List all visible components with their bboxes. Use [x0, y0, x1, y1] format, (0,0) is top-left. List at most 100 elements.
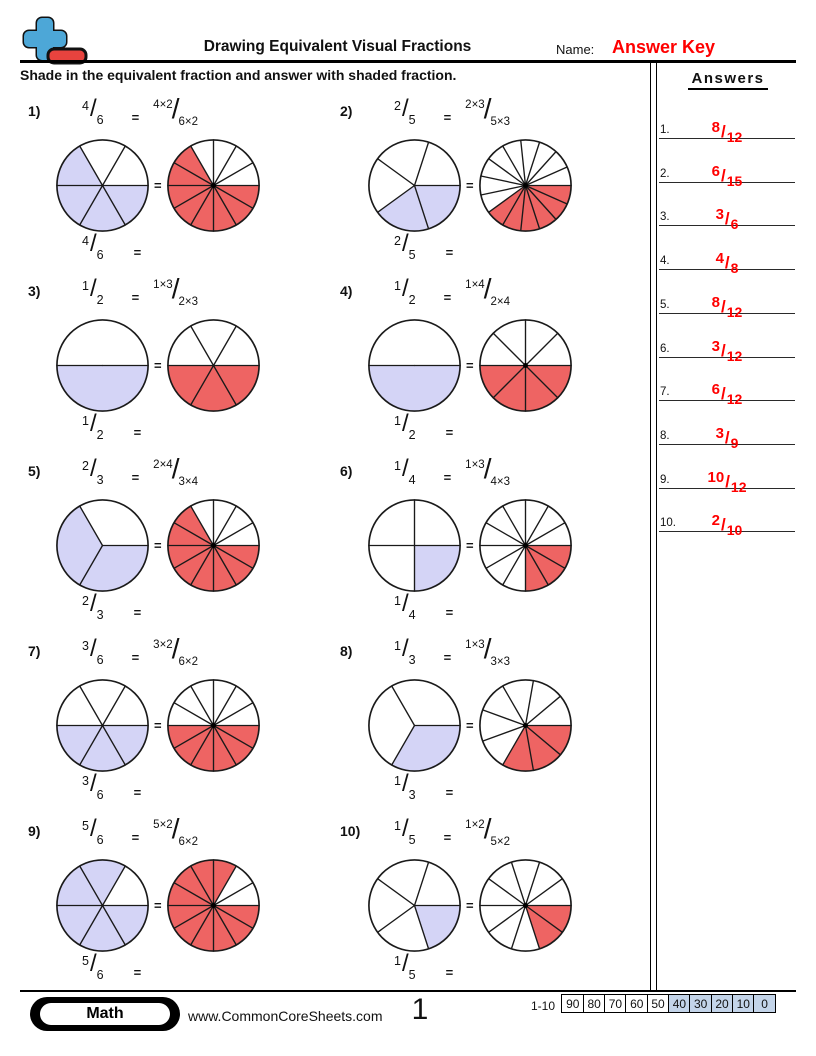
fraction-slash: / — [401, 815, 409, 842]
grade-scale-label: 1-10 — [531, 999, 556, 1013]
original-fraction: 3 / 6 — [82, 635, 104, 667]
top-fraction-numerator: 1 — [394, 639, 401, 653]
fraction-slash: / — [89, 410, 97, 437]
answer-fraction: 3 / 6 — [716, 207, 739, 231]
top-fraction-numerator: 3 — [82, 639, 89, 653]
original-fraction: 1 / 2 — [394, 277, 416, 307]
answer-item: 9. 10 / 12 — [659, 454, 795, 494]
fraction-slash: / — [724, 209, 730, 229]
equivalent-pie — [477, 857, 574, 954]
fraction-slash: / — [89, 635, 97, 662]
top-equals-sign: = — [131, 650, 140, 665]
fraction-slash: / — [401, 635, 409, 662]
top-fraction-numerator: 1 — [82, 279, 89, 293]
fraction-slash: / — [401, 950, 409, 977]
fraction-slash: / — [401, 230, 409, 257]
equivalent-fraction-numerator: 1×3 — [465, 639, 485, 651]
answer-fraction-prompt: 1 / 5 — [394, 950, 416, 982]
source-pie — [54, 857, 151, 954]
bottom-equals-sign: = — [445, 785, 454, 800]
problem-number: 7) — [28, 643, 41, 659]
answer-numerator: 3 — [715, 424, 724, 442]
answer-fraction-wrap: 3 / 12 — [659, 337, 795, 363]
math-badge: Math — [30, 997, 180, 1031]
grade-cell: 60 — [625, 994, 649, 1013]
problem-block: 2) 2 / 5 = 2×3 / 5×3 = 2 / 5 — [332, 95, 637, 271]
fraction-slash: / — [89, 590, 97, 617]
answer-fraction-wrap: 4 / 8 — [659, 250, 795, 275]
pies-equals-sign: = — [466, 898, 474, 913]
top-fraction-denominator: 3 — [96, 473, 104, 487]
original-fraction: 5 / 6 — [82, 817, 104, 847]
top-equals-sign: = — [443, 470, 452, 485]
equivalent-fraction-numerator: 1×3 — [153, 279, 173, 291]
instruction-text: Shade in the equivalent fraction and ans… — [20, 67, 457, 83]
answer-fraction-wrap: 3 / 6 — [659, 206, 795, 231]
name-label: Name: — [556, 42, 595, 57]
fraction-slash: / — [171, 813, 180, 844]
answer-fraction: 8 / 12 — [712, 295, 743, 319]
original-fraction: 1 / 5 — [394, 815, 416, 847]
grade-cell: 50 — [646, 994, 670, 1013]
equivalent-fraction-numerator: 1×4 — [465, 279, 485, 291]
equivalent-fraction-numerator: 5×2 — [153, 819, 173, 831]
grade-cell: 10 — [731, 994, 755, 1013]
source-pie — [54, 317, 151, 414]
source-pie — [366, 857, 463, 954]
answer-equation: 1 / 2 = — [394, 412, 453, 442]
fraction-slash: / — [401, 455, 409, 482]
answer-fraction-prompt: 1 / 2 — [82, 410, 104, 442]
answer-denominator: 12 — [730, 478, 747, 495]
problem-block: 1) 4 / 6 = 4×2 / 6×2 = 4 / 6 — [20, 95, 325, 271]
pie-charts-row: = — [366, 677, 574, 774]
pies-equals-sign: = — [154, 718, 162, 733]
original-fraction: 2 / 5 — [394, 97, 416, 127]
bottom-fraction-numerator: 3 — [82, 774, 89, 788]
top-equals-sign: = — [131, 830, 140, 845]
math-badge-label: Math — [40, 1003, 170, 1025]
bottom-fraction-denominator: 6 — [96, 968, 104, 982]
answer-fraction-wrap: 8 / 12 — [659, 119, 795, 144]
equivalent-fraction-numerator: 3×2 — [153, 639, 173, 651]
grade-cell: 40 — [667, 994, 691, 1013]
answer-fraction: 8 / 12 — [712, 120, 743, 144]
top-fraction-denominator: 5 — [408, 113, 416, 127]
top-fraction-numerator: 5 — [82, 819, 89, 833]
answer-denominator: 12 — [726, 129, 743, 145]
multiplied-fraction: 2×4 / 3×4 — [153, 455, 198, 488]
bottom-fraction-numerator: 4 — [82, 234, 89, 248]
bottom-fraction-denominator: 2 — [96, 428, 104, 442]
fraction-slash: / — [483, 813, 492, 844]
multiplied-fraction: 1×3 / 3×3 — [465, 635, 510, 668]
problem-block: 3) 1 / 2 = 1×3 / 2×3 = 1 / 2 — [20, 275, 325, 451]
answer-fraction-prompt: 1 / 2 — [394, 412, 416, 442]
answer-denominator: 15 — [726, 172, 743, 189]
answer-item: 6. 3 / 12 — [659, 323, 795, 363]
top-fraction-denominator: 6 — [96, 833, 104, 847]
pie-charts-row: = — [54, 497, 262, 594]
grade-cell: 20 — [710, 994, 734, 1013]
fraction-slash: / — [721, 165, 726, 185]
pies-equals-sign: = — [466, 538, 474, 553]
top-fraction-denominator: 4 — [408, 473, 416, 487]
answer-fraction: 3 / 12 — [711, 337, 743, 363]
problem-equation: 1 / 4 = 1×3 / 4×3 — [394, 455, 510, 488]
problem-number: 10) — [340, 823, 361, 839]
top-equals-sign: = — [443, 650, 452, 665]
top-fraction-denominator: 6 — [96, 113, 104, 127]
pies-equals-sign: = — [154, 898, 162, 913]
answer-numerator: 6 — [711, 162, 721, 180]
original-fraction: 2 / 3 — [82, 457, 104, 487]
fraction-slash: / — [724, 427, 730, 447]
bottom-fraction-denominator: 6 — [96, 788, 104, 802]
answer-equation: 1 / 5 = — [394, 950, 453, 982]
equivalent-pie — [477, 317, 574, 414]
equivalent-fraction-denominator: 3×4 — [178, 476, 198, 488]
bottom-fraction-numerator: 1 — [394, 954, 401, 968]
bottom-equals-sign: = — [133, 425, 142, 440]
answer-numerator: 3 — [711, 337, 721, 355]
answer-denominator: 12 — [726, 303, 743, 320]
problem-equation: 5 / 6 = 5×2 / 6×2 — [82, 815, 198, 848]
answer-number: 5. — [660, 298, 670, 311]
header-rule — [20, 60, 796, 64]
